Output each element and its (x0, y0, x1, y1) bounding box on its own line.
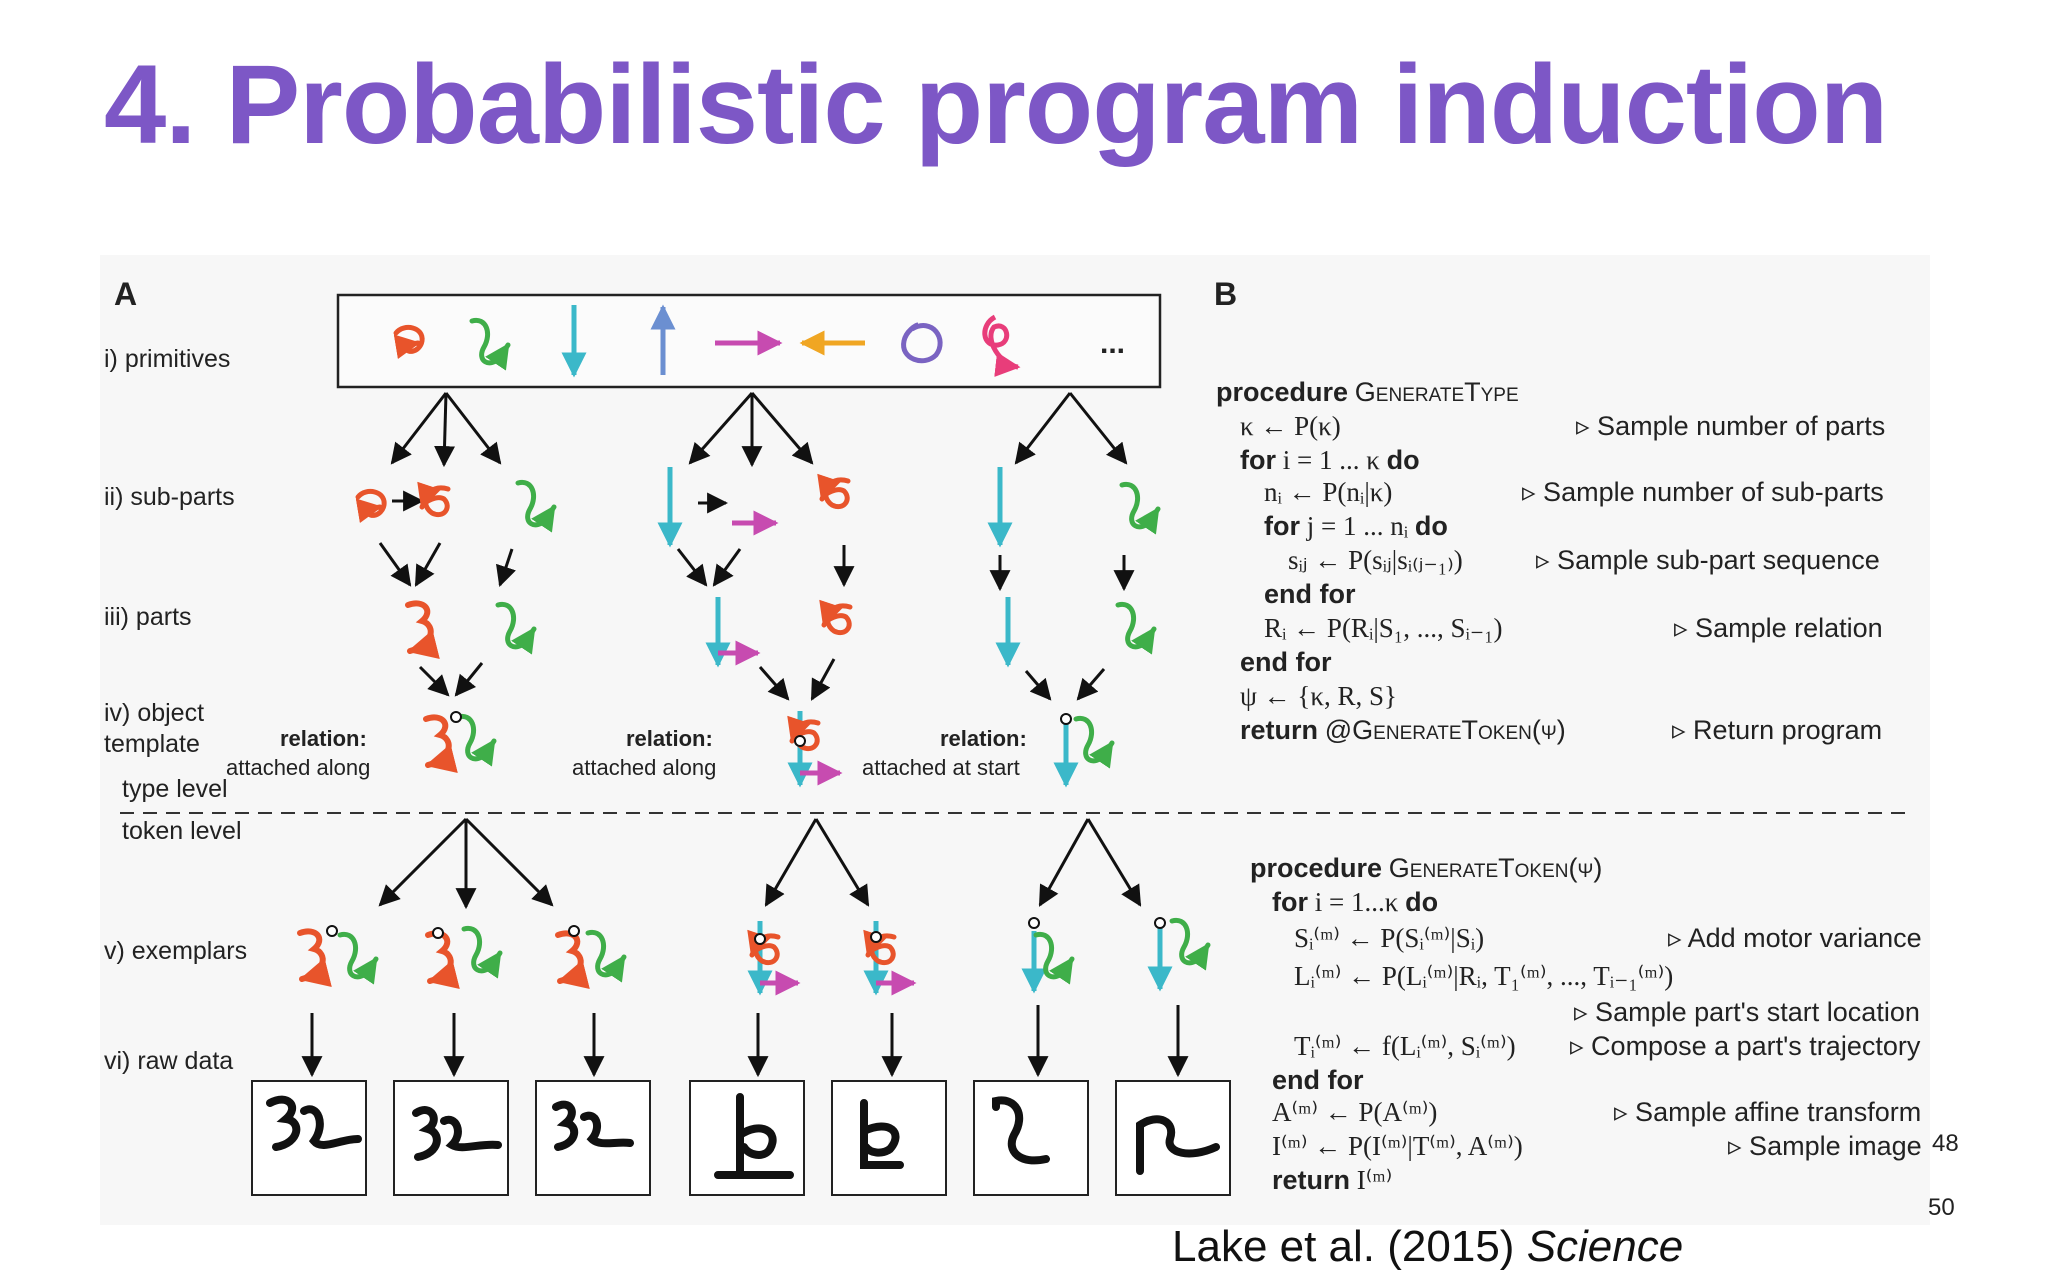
token-branch-arrows (378, 817, 1142, 910)
panel-b-label: B (1214, 276, 1237, 312)
comment-subpart-seq: ▹ Sample sub-part sequence (1536, 545, 1880, 575)
primitives-more: ... (1100, 327, 1125, 360)
level-object-template-1: iv) object (104, 699, 204, 727)
generate-type-name: GenerateType (1354, 377, 1519, 407)
relation-value-2: attached along (572, 755, 716, 780)
token-line-end-for: end for (1272, 1065, 1364, 1095)
token-line-a: A⁽ᵐ⁾ ← P(A⁽ᵐ⁾) (1272, 1097, 1438, 1127)
raw-data-images (251, 1080, 1231, 1196)
generate-token-name: GenerateToken(ψ) (1388, 853, 1603, 883)
token-line-i: I⁽ᵐ⁾ ← P(I⁽ᵐ⁾|T⁽ᵐ⁾, A⁽ᵐ⁾) (1272, 1131, 1523, 1161)
token-line-t: Tᵢ⁽ᵐ⁾ ← f(Lᵢ⁽ᵐ⁾, Sᵢ⁽ᵐ⁾) (1294, 1031, 1516, 1061)
primitive-branch-arrows (390, 392, 1128, 468)
comment-sample-image: ▹ Sample image (1728, 1131, 1922, 1161)
token-line-return: return I⁽ᵐ⁾ (1272, 1165, 1393, 1195)
exemplar-strokes (300, 917, 1208, 996)
level-parts: iii) parts (104, 603, 192, 631)
figure-panel-a: A B i) primitives ii) sub-parts iii) par… (104, 276, 1910, 1196)
relation-title-2: relation: (626, 726, 713, 751)
level-object-template-2: template (104, 730, 200, 758)
comment-motor-variance: ▹ Add motor variance (1668, 923, 1922, 953)
relation-value-3: attached at start (862, 755, 1020, 780)
exemplar-to-raw-arrows (301, 1005, 1189, 1078)
comment-return-program: ▹ Return program (1672, 715, 1883, 745)
level-raw-data: vi) raw data (104, 1047, 233, 1075)
parts-strokes (408, 597, 1154, 668)
comment-num-parts: ▹ Sample number of parts (1576, 411, 1886, 441)
level-primitives: i) primitives (104, 345, 230, 373)
type-line-kappa: κ ← P(κ) (1240, 411, 1341, 441)
level-exemplars: v) exemplars (104, 937, 247, 965)
type-line-for-i: for i = 1 ... κ do (1240, 445, 1420, 475)
generate-type-header: procedure GenerateType (1216, 377, 1519, 408)
citation: Lake et al. (2015) Science (1172, 1222, 1683, 1272)
type-line-return: return @GenerateToken(ψ) (1240, 715, 1566, 745)
type-line-sij: sᵢⱼ ← P(sᵢⱼ|sᵢ₍ⱼ₋₁₎) (1288, 545, 1463, 575)
relation-title-1: relation: (280, 726, 367, 751)
type-line-for-j: for j = 1 ... nᵢ do (1264, 511, 1448, 541)
type-line-ni: nᵢ ← P(nᵢ|κ) (1264, 477, 1393, 507)
subparts-to-parts-arrows (378, 542, 1135, 592)
comment-trajectory: ▹ Compose a part's trajectory (1570, 1031, 1921, 1061)
panel-a-label: A (114, 276, 137, 312)
citation-journal: Science (1526, 1222, 1684, 1271)
type-line-psi: ψ ← {κ, R, S} (1240, 681, 1397, 711)
relation-value-1: attached along (226, 755, 370, 780)
type-line-end-for-inner: end for (1264, 579, 1356, 609)
comment-affine: ▹ Sample affine transform (1614, 1097, 1922, 1127)
slide-title: 4. Probabilistic program induction (104, 42, 1888, 167)
token-line-for-i: for i = 1...κ do (1272, 887, 1439, 917)
generate-token-header: procedure GenerateToken(ψ) (1250, 853, 1603, 883)
primitive-strokes (396, 304, 1021, 378)
procedure-keyword: procedure (1216, 377, 1349, 407)
token-line-l: Lᵢ⁽ᵐ⁾ ← P(Lᵢ⁽ᵐ⁾|Rᵢ, T₁⁽ᵐ⁾, ..., Tᵢ₋₁⁽ᵐ⁾) (1294, 961, 1674, 991)
token-line-s: Sᵢ⁽ᵐ⁾ ← P(Sᵢ⁽ᵐ⁾|Sᵢ) (1294, 923, 1485, 953)
comment-relation: ▹ Sample relation (1674, 613, 1883, 643)
type-line-ri: Rᵢ ← P(Rᵢ|S₁, ..., Sᵢ₋₁) (1264, 613, 1503, 643)
comment-start-location: ▹ Sample part's start location (1574, 997, 1920, 1027)
comment-num-subparts: ▹ Sample number of sub-parts (1522, 477, 1884, 507)
type-line-end-for: end for (1240, 647, 1332, 677)
figure: A B i) primitives ii) sub-parts iii) par… (100, 255, 1930, 1225)
template-strokes (426, 711, 1112, 788)
token-level-label: token level (122, 817, 242, 845)
page-number: 48 (1932, 1130, 1959, 1157)
level-subparts: ii) sub-parts (104, 483, 235, 511)
slide-number: 50 (1928, 1194, 1955, 1221)
citation-authors: Lake et al. (2015) (1172, 1222, 1515, 1271)
type-level-label: type level (122, 775, 228, 803)
parts-to-template-arrows (418, 658, 1106, 701)
relation-title-3: relation: (940, 726, 1027, 751)
subparts-strokes (358, 467, 1158, 548)
